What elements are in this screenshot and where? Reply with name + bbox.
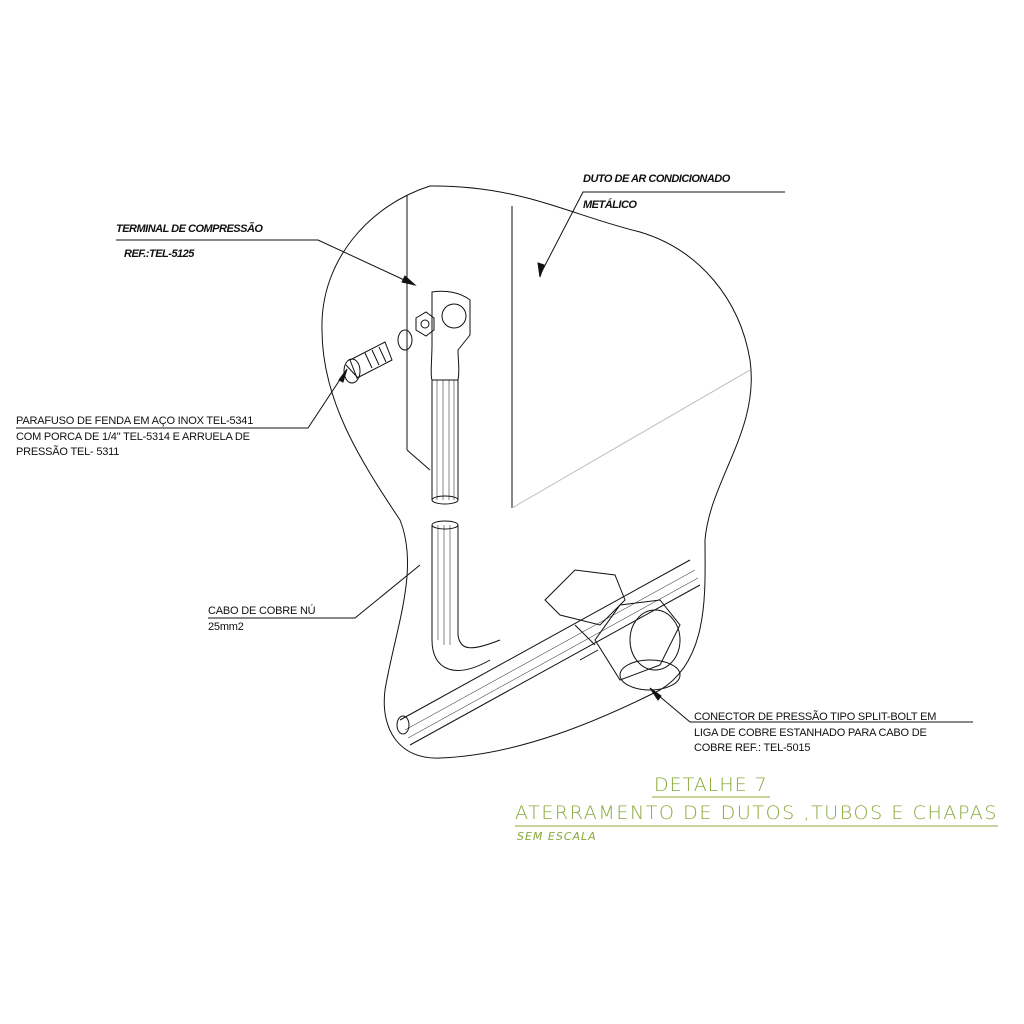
detail-boundary-outline <box>321 185 752 759</box>
slotted-screw-icon <box>343 341 393 384</box>
cable-label-line2: 25mm2 <box>208 621 244 633</box>
terminal-label-line1: TERMINAL DE COMPRESSÃO <box>116 223 263 235</box>
duct-label-line1: DUTO DE AR CONDICIONADO <box>583 173 730 185</box>
title-underlines <box>515 796 998 827</box>
connector-label-line1: CONECTOR DE PRESSÃO TIPO SPLIT-BOLT EM <box>694 711 937 723</box>
screw-label-line2: COM PORCA DE 1/4" TEL-5314 E ARRUELA DE <box>16 431 250 443</box>
copper-cable-icon <box>431 380 501 671</box>
connector-label-line2: LIGA DE COBRE ESTANHADO PARA CABO DE <box>694 727 927 739</box>
scale-note: SEM ESCALA <box>517 830 597 843</box>
leader-lines <box>16 191 973 723</box>
screw-label-line3: PRESSÃO TEL- 5311 <box>16 446 120 458</box>
screw-label-line1: PARAFUSO DE FENDA EM AÇO INOX TEL-5341 <box>16 415 254 427</box>
duct-label-line2: METÁLICO <box>583 199 637 211</box>
cable-label-line1: CABO DE COBRE NÚ <box>208 605 316 617</box>
lock-washer-icon <box>397 329 413 351</box>
duct-icon <box>406 195 751 509</box>
connector-label-line3: COBRE REF.: TEL-5015 <box>694 742 811 754</box>
detail-number: DETALHE 7 <box>654 774 768 796</box>
compression-terminal-icon <box>415 290 471 381</box>
detail-title: ATERRAMENTO DE DUTOS ,TUBOS E CHAPAS <box>515 802 999 824</box>
terminal-label-line2: REF.:TEL-5125 <box>124 248 194 260</box>
main-conductor-icon <box>396 559 701 746</box>
split-bolt-connector-icon <box>544 569 681 691</box>
